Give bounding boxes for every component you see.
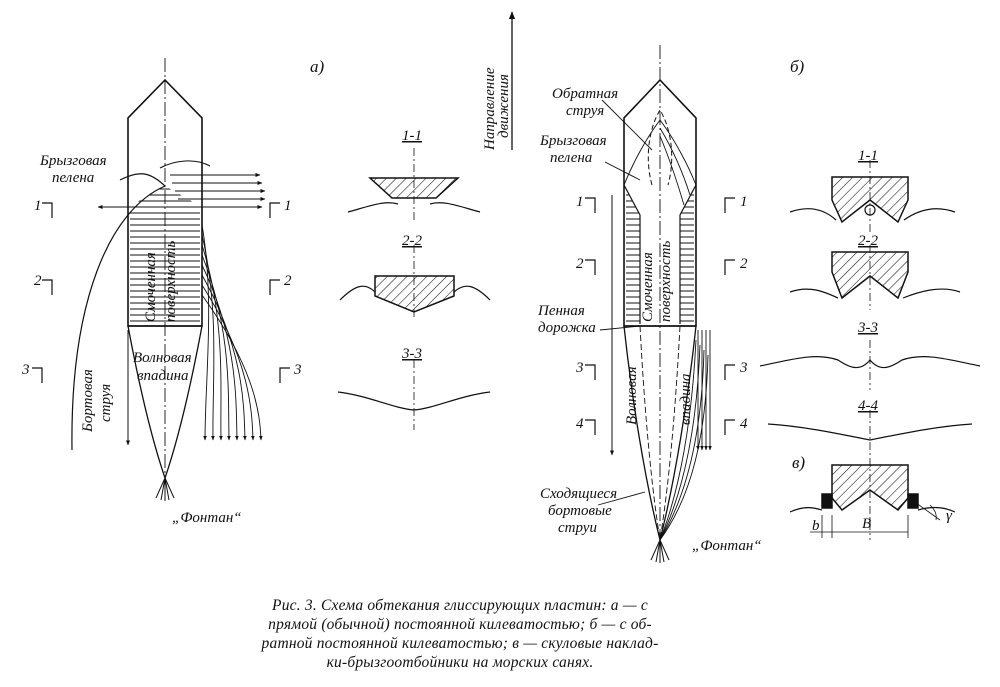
marker-b-2r: 2 (740, 256, 748, 272)
sections-b (759, 160, 981, 455)
direction-arrow: Направление движения (482, 11, 516, 151)
marker-a-3l: 3 (21, 362, 30, 378)
marker-a-1l: 1 (34, 198, 42, 214)
marker-a-1r: 1 (284, 198, 292, 214)
fountain-label-a: „Фонтан“ (172, 510, 242, 526)
section-a-3-3 (337, 391, 491, 411)
marker-b-3l: 3 (575, 360, 584, 376)
B-dimension-label: B (862, 516, 871, 532)
section-title-b-4: 4-4 (858, 398, 878, 414)
section-title-a-2: 2-2 (402, 233, 422, 249)
panel-v (789, 458, 956, 540)
gamma-angle-label: γ (946, 508, 953, 524)
wetted-area-b (626, 190, 640, 324)
spray-sheet-label-b-2: пелена (550, 150, 592, 166)
foam-track-label-b-2: дорожка (538, 320, 596, 336)
marker-a-2l: 2 (34, 273, 42, 289)
section-markers-a (32, 202, 290, 383)
marker-b-3r: 3 (739, 360, 748, 376)
section-a-1-1 (368, 177, 460, 199)
section-markers-b (585, 197, 735, 435)
wetted-area-a (130, 186, 200, 324)
wave-trough-label-b-1: Волновая (624, 366, 640, 425)
section-b-titles: 1-1 2-2 3-3 4-4 (857, 148, 878, 414)
streamlines-a (201, 224, 263, 441)
caption-line-4: ки-брызгоотбойники на морских санях. (326, 654, 594, 671)
wetted-surface-label-b-2: поверхность (658, 241, 674, 322)
wave-trough-label-a-1: Волновая (133, 350, 192, 366)
panel-b-label: б) (790, 57, 805, 76)
panel-b (585, 45, 735, 563)
converging-jets-b (659, 330, 712, 541)
marker-a-2r: 2 (284, 273, 292, 289)
caption-line-3: ратной постоянной килеватостью; в — скул… (261, 635, 659, 652)
marker-b-2l: 2 (576, 256, 584, 272)
spray-sheet-label-a-2: пелена (52, 170, 94, 186)
wetted-surface-label-a-2: поверхность (163, 241, 179, 322)
section-title-a-3: 3-3 (401, 346, 422, 362)
panel-a-labels: а) Брызговая пелена Смоченная поверхност… (21, 57, 325, 526)
side-jet-a (71, 185, 166, 451)
section-b-1-1 (831, 176, 909, 224)
figure-caption: Рис. 3. Схема обтекания глиссирующих пла… (180, 596, 740, 672)
sections-a (337, 148, 491, 430)
wetted-surface-label-a-1: Смоченная (143, 252, 159, 322)
marker-b-1r: 1 (740, 194, 748, 210)
panel-a-label: а) (310, 57, 325, 76)
section-b-2-2 (831, 251, 909, 300)
direction-label-2: движения (496, 74, 512, 138)
converging-jets-label-b-3: струи (558, 520, 597, 536)
converging-jets-label-b-2: бортовые (548, 503, 612, 519)
fountain-b (650, 539, 670, 563)
caption-line-2: прямой (обычной) постоянной килеватостью… (268, 616, 652, 633)
reverse-jet-label-b-1: Обратная (552, 86, 618, 102)
reverse-jet-label-b-2: струя (566, 103, 604, 119)
chine-strip-left (821, 493, 833, 509)
marker-b-4l: 4 (576, 416, 584, 432)
panel-b-labels: б) Обратная струя Брызговая пелена Смоче… (537, 57, 805, 554)
caption-line-1: Рис. 3. Схема обтекания глиссирующих пла… (272, 597, 648, 614)
wetted-surface-label-b-1: Смоченная (640, 252, 656, 322)
section-a-titles: 1-1 2-2 3-3 (401, 128, 422, 362)
section-title-b-2: 2-2 (858, 233, 878, 249)
section-a-2-2 (374, 275, 455, 313)
section-b-3-3 (759, 356, 981, 369)
marker-b-1l: 1 (576, 194, 584, 210)
panel-v-labels: в) b B γ (792, 453, 953, 534)
foam-track-label-b-1: Пенная (537, 303, 585, 319)
section-b-4-4 (767, 423, 973, 441)
marker-b-4r: 4 (740, 416, 748, 432)
spray-sheet-label-a-1: Брызговая (39, 153, 107, 169)
fountain-a (155, 477, 175, 501)
spray-arrows-a (97, 160, 266, 209)
direction-label-1: Направление (482, 67, 498, 151)
side-jet-label-a-1: Бортовая (80, 369, 96, 433)
wave-trough-label-b-2: впадина (678, 373, 694, 425)
side-jet-label-a-2: струя (98, 384, 114, 422)
fountain-label-b: „Фонтан“ (692, 538, 762, 554)
section-title-b-3: 3-3 (857, 320, 878, 336)
converging-jets-label-b-1: Сходящиеся (540, 486, 617, 502)
reverse-jet-b (647, 109, 673, 186)
marker-a-3r: 3 (293, 362, 302, 378)
section-v (831, 464, 909, 512)
spray-sheet-label-b-1: Брызговая (539, 133, 607, 149)
panel-a (32, 58, 290, 501)
panel-v-label: в) (792, 453, 805, 472)
b-dimension-label: b (812, 518, 820, 534)
wave-trough-label-a-2: впадина (137, 368, 189, 384)
section-title-b-1: 1-1 (858, 148, 878, 164)
section-title-a-1: 1-1 (402, 128, 422, 144)
